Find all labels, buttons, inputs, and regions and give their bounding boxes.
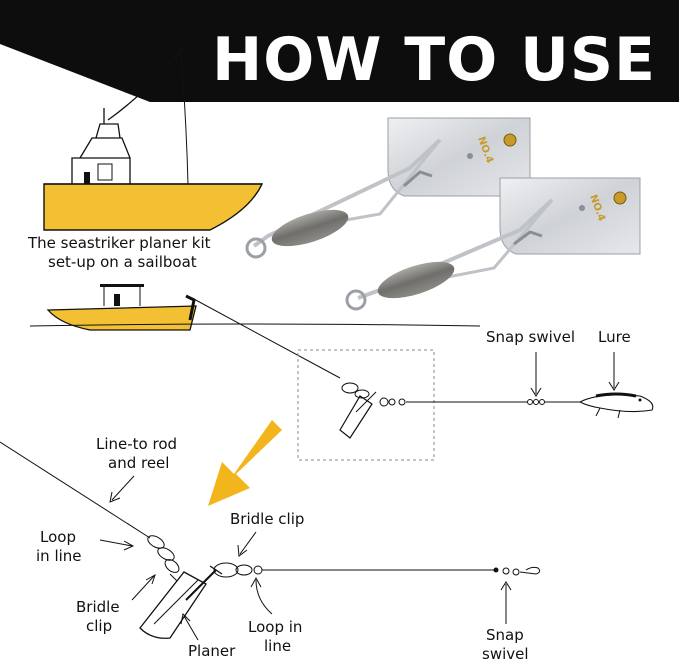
label-loop-in-line-left-2: in line [36,547,82,565]
label-bridle-clip-left-1: Bridle [76,598,120,616]
label-snap-swivel-top: Snap swivel [486,328,575,346]
label-bridle-clip-top: Bridle clip [230,510,304,528]
label-bridle-clip-left-2: clip [86,617,112,635]
trolling-line [191,297,341,379]
banner-black-band [0,0,679,108]
sailboat-caption-line-2: set-up on a sailboat [48,253,197,271]
label-loop-in-line-bottom-2: line [264,637,291,655]
large-planer-rig [139,535,541,639]
label-line-to-rod-2: and reel [108,454,169,472]
pointer-loop-left [99,539,133,547]
down-left-arrow-icon [208,420,282,506]
water-line [29,323,481,327]
detail-zoom-box [297,349,435,461]
pointer-bridle-top [239,531,257,555]
banner-white-cut [0,44,679,118]
lure-icon [578,392,654,419]
label-line-to-rod-1: Line-to rod [96,435,177,453]
motorboat-illustration [46,284,197,331]
page-title: HOW TO USE [212,25,656,95]
planer-product-1: NO.4 [245,117,531,259]
label-loop-in-line-bottom-1: Loop in [248,618,302,636]
pointer-bridle-left [131,575,155,601]
line-to-rod-and-reel [0,441,151,539]
label-loop-in-line-left-1: Loop [40,528,76,546]
title-banner: HOW TO USE [0,0,679,118]
sailboat-caption-line-1: The seastriker planer kit [27,234,211,252]
pointer-loop-bottom [255,579,273,615]
sailboat-illustration [43,39,264,231]
small-planer-rig [339,382,580,439]
pointer-line-to-rod [111,475,135,501]
label-lure: Lure [598,328,631,346]
label-planer: Planer [188,642,236,659]
planer-product-2: NO.4 [345,177,641,311]
label-snap-swivel-bottom-2: swivel [482,645,529,659]
pointer-planer [183,615,199,641]
label-snap-swivel-bottom-1: Snap [486,626,524,644]
